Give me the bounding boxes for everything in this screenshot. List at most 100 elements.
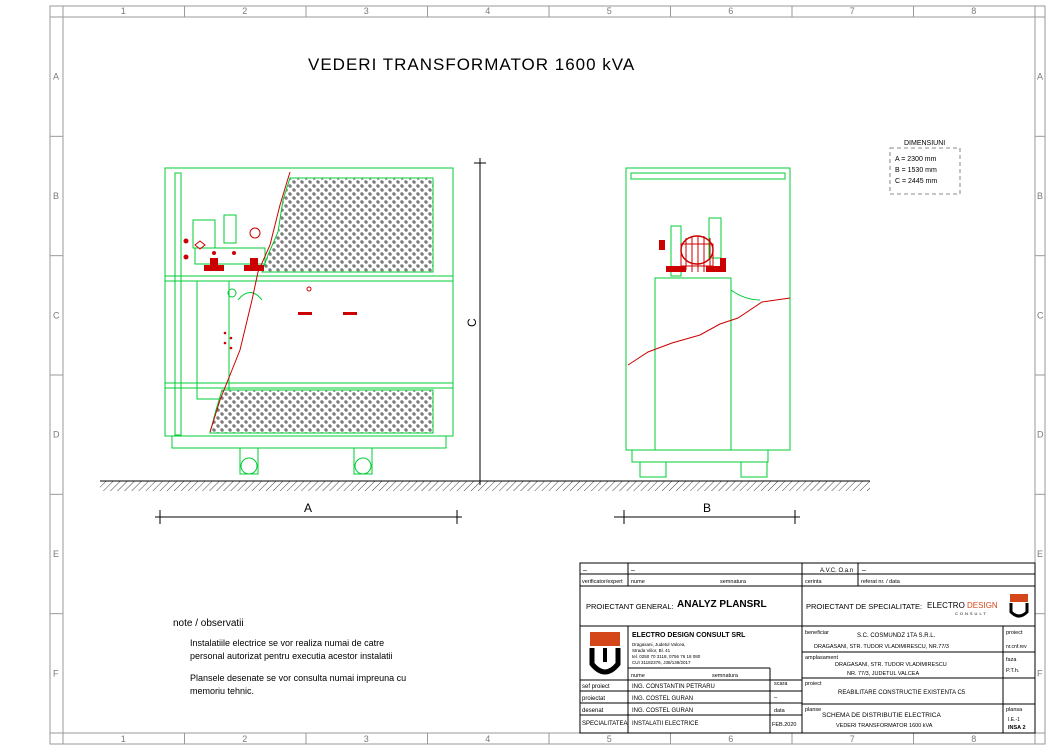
tb-top-mid: A.V.C. O.a.n [820, 568, 853, 574]
note-line-1: Instalatiile electrice se vor realiza nu… [190, 638, 384, 648]
tb-proiect-value: REABILITARE CONSTRUCTIE EXISTENTA C5 [838, 690, 966, 696]
grid-col-label-3-top: 3 [364, 6, 369, 16]
company-logo-small: ELECTRO DESIGN CONSULT [927, 594, 1029, 618]
grid-row-label-B-left: B [53, 191, 59, 201]
company-info-2: Strada Viilor, Bl. 41 [632, 648, 671, 653]
grid-row-label-C-right: C [1037, 310, 1044, 320]
tb-row-name-1: ING. COSTEL GURAN [632, 696, 693, 702]
side-red-parts [659, 235, 726, 272]
tb-plansa-1: I.E.-1 [1008, 717, 1020, 723]
ground-hatch [100, 481, 870, 491]
tb-plansa-2: INSA 2 [1008, 725, 1026, 731]
tb-proiect-label: proiect [805, 681, 822, 687]
grid-row-label-E-right: E [1037, 549, 1043, 559]
tb-faza-label: faza [1006, 657, 1017, 663]
company-info-3: tel. 0250 70 3118, 0756 76 18 080 [632, 654, 701, 659]
company-name: ELECTRO DESIGN CONSULT SRL [632, 632, 746, 639]
tb-row-label-0: sef proiect [582, 684, 610, 690]
tb-row-name-0: ING. CONSTANTIN PETRARU [632, 684, 715, 690]
tb-label-semnatura: semnatura [720, 579, 747, 585]
tb-planse-label: planse [805, 707, 821, 713]
dim-label-a: A [304, 501, 312, 515]
notes: note / observatii Instalatiile electrice… [173, 618, 406, 696]
tb-beneficiar-1: S.C. COSMUNDZ 1TA S.R.L. [857, 633, 936, 639]
grid-col-label-8-top: 8 [971, 6, 976, 16]
dim-label-b: B [703, 501, 711, 515]
note-line-2: personal autorizat pentru executia acest… [190, 651, 393, 661]
grid-col-label-5-bottom: 5 [607, 734, 612, 744]
tb-scara-value: – [774, 695, 778, 701]
tb-proiect-nr-label: proiect [1006, 630, 1023, 636]
front-red-parts [183, 238, 357, 350]
grid-col-label-5-top: 5 [607, 6, 612, 16]
proiectant-specialitate-label: PROIECTANT DE SPECIALITATE: [806, 602, 922, 611]
grid-col-label-4-bottom: 4 [485, 734, 490, 744]
side-cut-line [627, 297, 791, 366]
tb-planse-1: SCHEMA DE DISTRIBUTIE ELECTRICA [822, 712, 941, 719]
grid-row-label-D-right: D [1037, 430, 1044, 440]
svg-text:CONSULT: CONSULT [955, 611, 988, 616]
tb-data-value: FEB.2020 [772, 722, 796, 728]
dimension-c: C = 2445 mm [895, 178, 937, 185]
grid-col-label-1-top: 1 [121, 6, 126, 16]
side-view [625, 167, 791, 478]
grid-col-label-2-bottom: 2 [242, 734, 247, 744]
tb-amplasament-2: NR. 77/3, JUDETUL VALCEA [847, 671, 919, 677]
tb-label-nume: nume [631, 579, 645, 585]
tb-plansa-label: plansa [1006, 707, 1023, 713]
dimensions-box: DIMENSIUNI A = 2300 mm B = 1530 mm C = 2… [889, 140, 961, 195]
grid-row-label-F-right: F [1037, 668, 1043, 678]
grid-row-label-A-left: A [53, 72, 59, 82]
front-mesh-lower [209, 389, 434, 434]
tb-row-name-3: INSTALATII ELECTRICE [632, 721, 698, 727]
dim-label-c: C [465, 318, 479, 327]
tb-planse-2: VEDERI TRANSFORMATOR 1600 kVA [836, 723, 933, 729]
grid-col-label-1-bottom: 1 [121, 734, 126, 744]
tb-amplasament-label: amplasament [805, 655, 838, 661]
dimension-lines [155, 158, 800, 524]
company-logo [589, 632, 621, 675]
dimension-a: A = 2300 mm [895, 156, 937, 163]
grid-ticks [50, 6, 1045, 744]
grid-col-label-8-bottom: 8 [971, 734, 976, 744]
tb-row-label-2: desenat [582, 708, 604, 714]
grid-col-label-2-top: 2 [242, 6, 247, 16]
tb-label-semnatura-2: semnatura [712, 673, 739, 679]
proiectant-general-name: ANALYZ PLANSRL [677, 599, 767, 610]
proiectant-general-label: PROIECTANT GENERAL: [586, 602, 674, 611]
grid-row-label-D-left: D [53, 430, 60, 440]
tb-amplasament-1: DRAGASANI, STR. TUDOR VLADIMIRESCU [835, 662, 947, 668]
notes-heading: note / observatii [173, 618, 244, 629]
tb-label-referat: referat nr. / data [861, 579, 901, 585]
tb-faza-value: P.T.h. [1006, 668, 1020, 674]
tb-label-nume-2: nume [631, 673, 645, 679]
tb-label-verificator: verificator/expert [582, 579, 623, 585]
note-line-3: Plansele desenate se vor consulta numai … [190, 673, 406, 683]
grid-row-label-F-left: F [53, 668, 59, 678]
grid-row-label-B-right: B [1037, 191, 1043, 201]
grid-col-label-4-top: 4 [485, 6, 490, 16]
front-mesh-upper [261, 177, 434, 273]
drawing-title: VEDERI TRANSFORMATOR 1600 kVA [308, 55, 635, 74]
tb-row-name-2: ING. COSTEL GURAN [632, 708, 693, 714]
front-cut-line [209, 171, 291, 433]
tb-row-label-1: proiectat [582, 696, 605, 702]
front-view [164, 167, 454, 475]
tb-beneficiar-2: DRAGASANI, STR. TUDOR VLADIMIRESCU, NR.7… [814, 644, 949, 650]
company-info-4: CUI 31182376, J38/139/2017 [632, 660, 691, 665]
grid-row-label-C-left: C [53, 310, 60, 320]
company-info-1: Dragasani, Judetul Valcea, [632, 642, 685, 647]
tb-label-data: data [774, 708, 786, 714]
grid-col-label-7-top: 7 [850, 6, 855, 16]
tb-label-scara: scara [774, 681, 788, 687]
note-line-4: memoriu tehnic. [190, 686, 254, 696]
svg-text:ELECTRO DESIGN: ELECTRO DESIGN [927, 601, 998, 610]
tb-top-right: – [862, 567, 866, 574]
tb-top-left-2: – [631, 567, 635, 574]
tb-label-cerinta: cerinta [805, 579, 822, 585]
grid-row-label-E-left: E [53, 549, 59, 559]
grid-col-label-3-bottom: 3 [364, 734, 369, 744]
title-block: – – A.V.C. O.a.n – verificator/expert nu… [579, 562, 1036, 734]
